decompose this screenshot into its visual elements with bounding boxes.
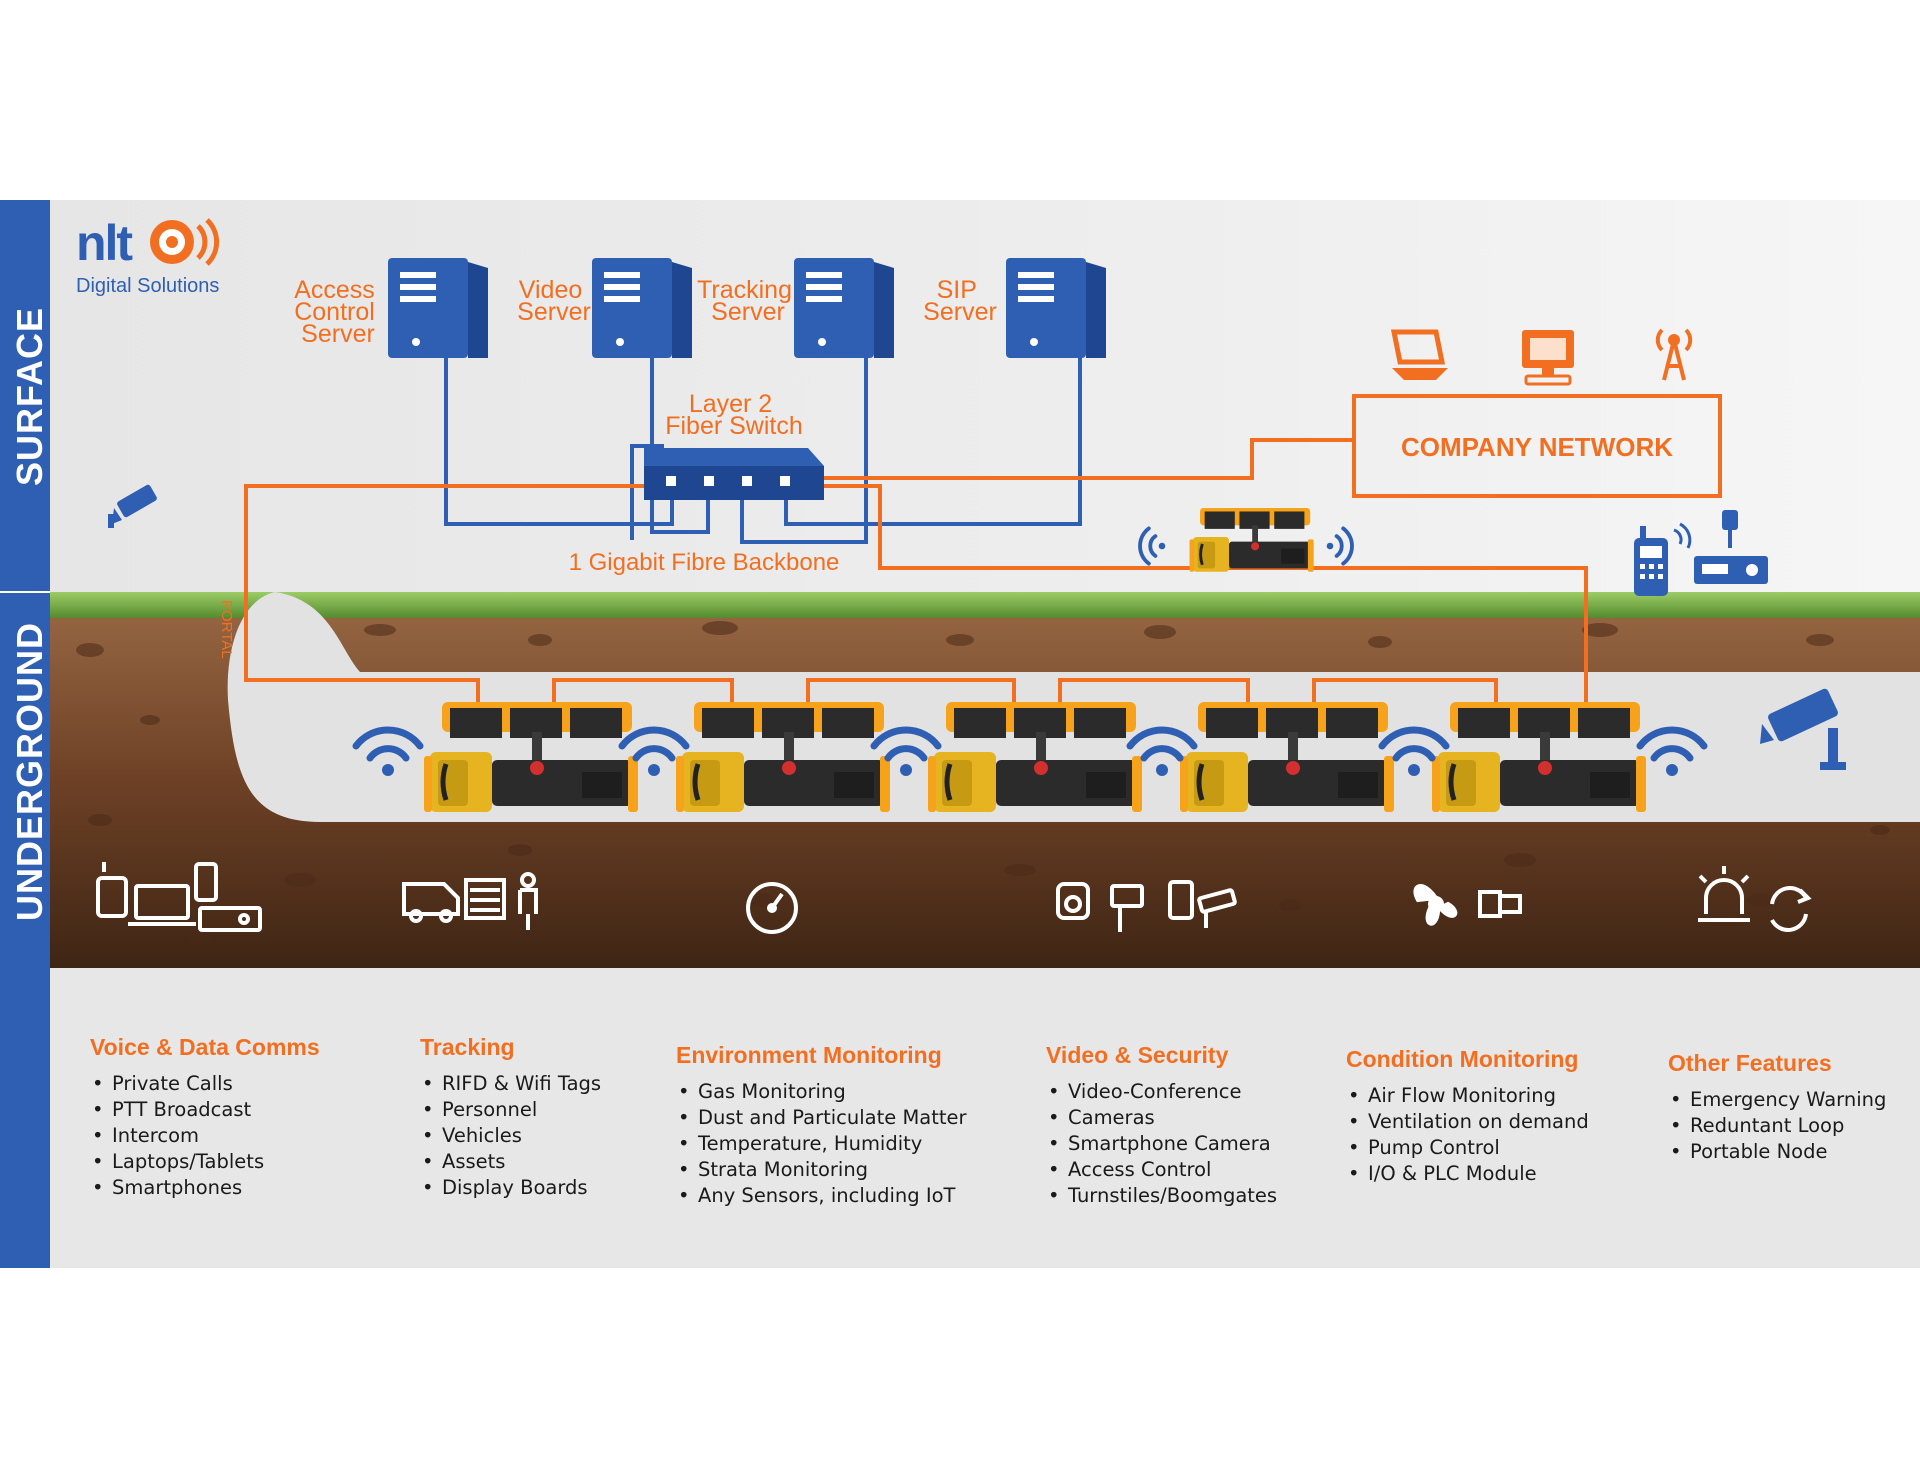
list-item: Smartphone Camera <box>1048 1131 1277 1157</box>
list-item: Dust and Particulate Matter <box>678 1105 967 1131</box>
list-item: Emergency Warning <box>1670 1087 1886 1113</box>
video-security-icons <box>1056 880 1237 932</box>
features-section: Voice & Data Comms Private Calls PTT Bro… <box>0 1030 1920 1270</box>
list-item: Laptops/Tablets <box>92 1149 320 1175</box>
list-item: Strata Monitoring <box>678 1157 967 1183</box>
sip-server-label: SIP Server <box>923 276 997 326</box>
nlt-logo: nlt Digital Solutions <box>76 215 219 297</box>
video-server-label: Video Server <box>517 276 591 326</box>
list-item: Access Control <box>1048 1157 1277 1183</box>
list-item: Portable Node <box>1670 1139 1886 1165</box>
feature-video-security: Video & Security Video-Conference Camera… <box>1046 1042 1277 1209</box>
access-control-server-label: Access Control Server <box>294 276 382 348</box>
company-network-box <box>1352 394 1722 498</box>
voice-data-comms-icons <box>96 862 262 932</box>
list-item: Private Calls <box>92 1071 320 1097</box>
features-background <box>50 968 1920 1268</box>
list-item: RIFD & Wifi Tags <box>422 1071 601 1097</box>
underground-camera-icon <box>1760 688 1846 770</box>
svg-text:nlt: nlt <box>76 215 133 271</box>
feature-other-features: Other Features Emergency Warning Redunta… <box>1668 1050 1886 1165</box>
grass-band <box>50 592 1920 618</box>
list-item: Ventilation on demand <box>1348 1109 1589 1135</box>
feature-title: Condition Monitoring <box>1346 1046 1579 1072</box>
list-item: Any Sensors, including IoT <box>678 1183 967 1209</box>
list-item: I/O & PLC Module <box>1348 1161 1589 1187</box>
feature-voice-data-comms: Voice & Data Comms Private Calls PTT Bro… <box>90 1034 320 1201</box>
list-item: Smartphones <box>92 1175 320 1201</box>
feature-list: Gas Monitoring Dust and Particulate Matt… <box>676 1079 967 1209</box>
feature-title: Environment Monitoring <box>676 1042 942 1068</box>
list-item: Display Boards <box>422 1175 601 1201</box>
feature-list: RIFD & Wifi Tags Personnel Vehicles Asse… <box>420 1071 601 1201</box>
list-item: Turnstiles/Boomgates <box>1048 1183 1277 1209</box>
list-item: Video-Conference <box>1048 1079 1277 1105</box>
feature-condition-monitoring: Condition Monitoring Air Flow Monitoring… <box>1346 1046 1589 1187</box>
tracking-server-icon <box>794 258 894 358</box>
access-control-server-icon <box>388 258 488 358</box>
server-links <box>444 358 1082 544</box>
desktop-computer-icon <box>1522 330 1574 386</box>
list-item: Pump Control <box>1348 1135 1589 1161</box>
list-item: Personnel <box>422 1097 601 1123</box>
feature-tracking: Tracking RIFD & Wifi Tags Personnel Vehi… <box>420 1034 601 1201</box>
svg-text:Digital Solutions: Digital Solutions <box>76 275 219 297</box>
list-item: Vehicles <box>422 1123 601 1149</box>
feature-environment-monitoring: Environment Monitoring Gas Monitoring Du… <box>676 1042 967 1209</box>
gas-gauge-icon <box>746 882 798 934</box>
portal-label: PORTAL <box>218 600 235 659</box>
feature-list: Private Calls PTT Broadcast Intercom Lap… <box>90 1071 320 1201</box>
feature-title: Tracking <box>420 1034 515 1060</box>
sip-server-icon <box>1006 258 1106 358</box>
feature-list: Emergency Warning Reduntant Loop Portabl… <box>1668 1087 1886 1165</box>
list-item: PTT Broadcast <box>92 1097 320 1123</box>
fiber-switch-icon <box>644 448 824 500</box>
other-features-icons <box>1698 866 1812 932</box>
underground-band <box>0 592 50 1268</box>
surface-zone-label: SURFACE <box>9 306 50 486</box>
radio-tower-icon <box>1655 328 1693 381</box>
list-item: Cameras <box>1048 1105 1277 1131</box>
underground-zone-label: UNDERGROUND <box>9 622 50 922</box>
list-item: Assets <box>422 1149 601 1175</box>
fibre-backbone <box>244 438 1588 702</box>
laptop-icon <box>1390 329 1448 380</box>
surface-band <box>0 200 50 592</box>
list-item: Gas Monitoring <box>678 1079 967 1105</box>
tracking-server-label: Tracking Server <box>697 276 799 326</box>
mobile-radio-icon <box>1694 510 1768 584</box>
fiber-switch-label: Layer 2 Fiber Switch <box>665 390 803 440</box>
list-item: Reduntant Loop <box>1670 1113 1886 1139</box>
video-server-icon <box>592 258 692 358</box>
feature-title: Video & Security <box>1046 1042 1229 1068</box>
feature-title: Voice & Data Comms <box>90 1034 320 1060</box>
company-network-label: COMPANY NETWORK <box>1401 432 1673 462</box>
backbone-label: 1 Gigabit Fibre Backbone <box>569 549 840 576</box>
handheld-radio-icon <box>1634 522 1692 596</box>
list-item: Air Flow Monitoring <box>1348 1083 1589 1109</box>
list-item: Intercom <box>92 1123 320 1149</box>
condition-monitoring-icons <box>1413 884 1522 926</box>
feature-list: Video-Conference Cameras Smartphone Came… <box>1046 1079 1277 1209</box>
surface-camera-icon <box>108 484 157 528</box>
tracking-icons <box>402 872 538 930</box>
list-item: Temperature, Humidity <box>678 1131 967 1157</box>
soil-stones <box>76 621 1890 945</box>
feature-title: Other Features <box>1668 1050 1832 1076</box>
feature-list: Air Flow Monitoring Ventilation on deman… <box>1346 1083 1589 1187</box>
